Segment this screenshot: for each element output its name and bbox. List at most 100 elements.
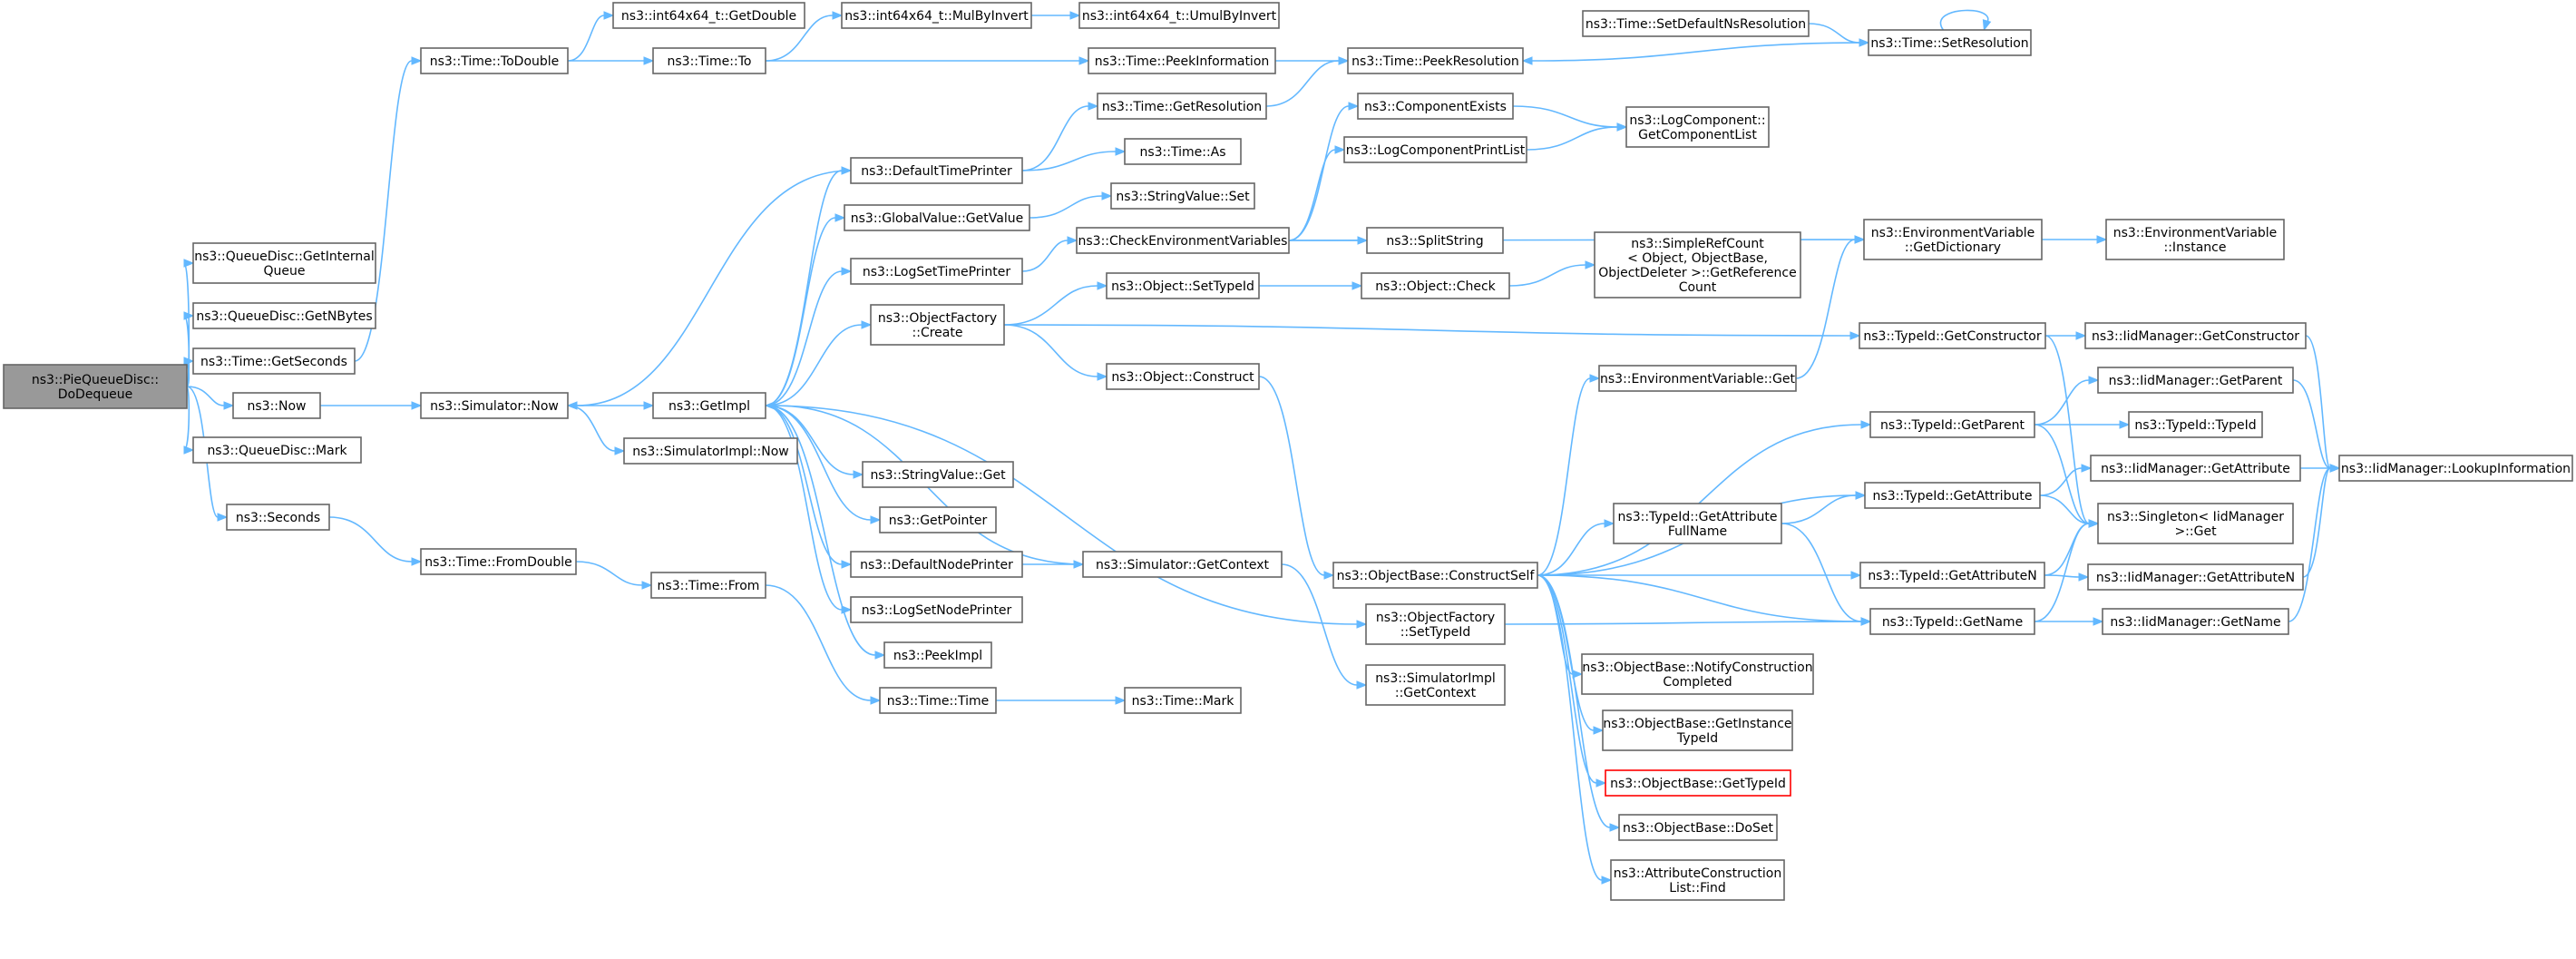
edge-line	[1288, 105, 1350, 241]
node-getimpl[interactable]: ns3::GetImpl	[652, 392, 766, 419]
node-getpointer[interactable]: ns3::GetPointer	[879, 506, 997, 533]
node-box	[870, 304, 1005, 346]
node-now[interactable]: ns3::Now	[232, 392, 321, 419]
node-logcomponentprintlist[interactable]: ns3::LogComponentPrintList	[1343, 136, 1527, 163]
node-object-settypeid[interactable]: ns3::Object::SetTypeId	[1106, 272, 1260, 299]
node-label: ns3::Time::From	[658, 579, 760, 593]
node-objbase-doset[interactable]: ns3::ObjectBase::DoSet	[1618, 814, 1778, 841]
node-qd-getnbytes[interactable]: ns3::QueueDisc::GetNBytes	[192, 302, 376, 329]
node-stringvalue-get[interactable]: ns3::StringValue::Get	[862, 461, 1014, 488]
node-iidm-getname[interactable]: ns3::IidManager::GetName	[2102, 608, 2289, 635]
node-typeid-getattributen[interactable]: ns3::TypeId::GetAttributeN	[1859, 562, 2045, 589]
node-objbase-gettypeid[interactable]: ns3::ObjectBase::GetTypeId	[1605, 769, 1791, 797]
node-box	[1097, 93, 1267, 120]
node-time-getresolution[interactable]: ns3::Time::GetResolution	[1097, 93, 1267, 120]
node-iidm-getconstructor[interactable]: ns3::IidManager::GetConstructor	[2084, 322, 2307, 349]
node-time-setresolution[interactable]: ns3::Time::SetResolution	[1868, 29, 2032, 56]
node-sim-getcontext[interactable]: ns3::Simulator::GetContext	[1082, 551, 1283, 578]
node-objfactory-settypeid[interactable]: ns3::ObjectFactory::SetTypeId	[1365, 603, 1506, 645]
node-box	[1863, 219, 2043, 260]
node-label: Count	[1679, 280, 1717, 295]
node-seconds[interactable]: ns3::Seconds	[226, 504, 330, 531]
node-simimpl-getcontext[interactable]: ns3::SimulatorImpl::GetContext	[1365, 664, 1506, 706]
node-label: ns3::Time::FromDouble	[424, 555, 572, 570]
node-envvar-getdictionary[interactable]: ns3::EnvironmentVariable::GetDictionary	[1863, 219, 2043, 260]
node-time-fromdouble[interactable]: ns3::Time::FromDouble	[420, 548, 577, 575]
node-typeid-getconstructor[interactable]: ns3::TypeId::GetConstructor	[1859, 322, 2046, 349]
node-objfactory-create[interactable]: ns3::ObjectFactory::Create	[870, 304, 1005, 346]
node-time-todouble[interactable]: ns3::Time::ToDouble	[420, 47, 569, 74]
node-componentexists[interactable]: ns3::ComponentExists	[1357, 93, 1514, 120]
node-typeid-getname[interactable]: ns3::TypeId::GetName	[1869, 608, 2035, 635]
node-i64-mulbyinvert[interactable]: ns3::int64x64_t::MulByInvert	[841, 2, 1032, 29]
edge-line	[1531, 42, 1869, 62]
node-i64-umulbyinvert[interactable]: ns3::int64x64_t::UmulByInvert	[1078, 2, 1280, 29]
node-envvar-instance[interactable]: ns3::EnvironmentVariable::Instance	[2105, 219, 2285, 260]
node-simplerefcount[interactable]: ns3::SimpleRefCount< Object, ObjectBase,…	[1594, 231, 1801, 298]
node-time-to[interactable]: ns3::Time::To	[652, 47, 766, 74]
node-time-from[interactable]: ns3::Time::From	[650, 572, 766, 599]
node-defaulttimeprinter[interactable]: ns3::DefaultTimePrinter	[850, 157, 1023, 184]
arrowhead	[1069, 11, 1081, 20]
node-logcomp-getcomplist[interactable]: ns3::LogComponent::GetComponentList	[1625, 106, 1770, 148]
node-box	[232, 392, 321, 419]
node-label: ns3::IidManager::LookupInformation	[2341, 462, 2571, 476]
node-time-mark[interactable]: ns3::Time::Mark	[1124, 687, 1242, 714]
node-iidm-lookupinformation[interactable]: ns3::IidManager::LookupInformation	[2338, 455, 2573, 482]
node-sim-now[interactable]: ns3::Simulator::Now	[420, 392, 569, 419]
node-time-time[interactable]: ns3::Time::Time	[879, 687, 997, 714]
node-i64-getdouble[interactable]: ns3::int64x64_t::GetDouble	[612, 2, 805, 29]
node-box	[1106, 272, 1260, 299]
node-iidm-getattributen[interactable]: ns3::IidManager::GetAttributeN	[2087, 563, 2304, 591]
node-singleton-get[interactable]: ns3::Singleton< IidManager>::Get	[2097, 503, 2294, 544]
edge-line	[1512, 105, 1618, 128]
node-logsettimeprinter[interactable]: ns3::LogSetTimePrinter	[850, 258, 1023, 285]
edge-checkenvvars-to-logcomponentprintlist	[1288, 145, 1346, 241]
node-simimpl-now[interactable]: ns3::SimulatorImpl::Now	[623, 437, 798, 465]
node-objbase-notify[interactable]: ns3::ObjectBase::NotifyConstructionCompl…	[1581, 653, 1814, 695]
node-box	[1618, 814, 1778, 841]
edge-line	[765, 405, 843, 611]
node-peekimpl[interactable]: ns3::PeekImpl	[883, 641, 992, 669]
node-typeid-getparent[interactable]: ns3::TypeId::GetParent	[1869, 411, 2035, 438]
node-time-getseconds[interactable]: ns3::Time::GetSeconds	[192, 347, 356, 375]
node-time-as[interactable]: ns3::Time::As	[1124, 138, 1242, 165]
node-box	[1859, 322, 2046, 349]
node-defaultnodeprinter[interactable]: ns3::DefaultNodePrinter	[850, 551, 1023, 578]
node-objbase-constructself[interactable]: ns3::ObjectBase::ConstructSelf	[1332, 562, 1538, 589]
node-label: ns3::EnvironmentVariable::Get	[1600, 372, 1795, 387]
arrowhead	[1572, 670, 1584, 679]
node-time-peekinformation[interactable]: ns3::Time::PeekInformation	[1088, 47, 1276, 74]
node-object-construct[interactable]: ns3::Object::Construct	[1106, 363, 1260, 390]
node-typeid-typeid[interactable]: ns3::TypeId::TypeId	[2128, 411, 2263, 438]
edge-line	[2034, 523, 2090, 622]
node-stringvalue-set[interactable]: ns3::StringValue::Set	[1110, 182, 1255, 210]
node-object-check[interactable]: ns3::Object::Check	[1361, 272, 1510, 299]
node-logsetnodeprinter[interactable]: ns3::LogSetNodePrinter	[850, 596, 1023, 623]
node-label: ns3::ObjectBase::DoSet	[1623, 821, 1773, 836]
edge-typeid_getattribute-to-iidm_getattribute	[2039, 464, 2093, 496]
node-typeid-getattribute[interactable]: ns3::TypeId::GetAttribute	[1864, 482, 2041, 509]
arrowhead	[1097, 372, 1108, 381]
node-time-setdefaultns[interactable]: ns3::Time::SetDefaultNsResolution	[1582, 10, 1810, 37]
node-checkenvvars[interactable]: ns3::CheckEnvironmentVariables	[1076, 227, 1290, 254]
node-globalvalue-getvalue[interactable]: ns3::GlobalValue::GetValue	[844, 204, 1030, 231]
node-qd-mark[interactable]: ns3::QueueDisc::Mark	[192, 436, 362, 464]
arrowhead	[834, 213, 846, 222]
node-label: ns3::StringValue::Get	[870, 468, 1006, 483]
node-envvar-get[interactable]: ns3::EnvironmentVariable::Get	[1598, 365, 1797, 392]
node-splitstring[interactable]: ns3::SplitString	[1366, 227, 1504, 254]
node-box	[612, 2, 805, 29]
arrowhead	[1078, 56, 1090, 65]
arrowhead	[1604, 519, 1615, 528]
node-root[interactable]: ns3::PieQueueDisc::DoDequeue	[3, 364, 188, 409]
node-iidm-getparent[interactable]: ns3::IidManager::GetParent	[2097, 367, 2294, 394]
node-label: ns3::GetImpl	[668, 399, 750, 414]
node-box	[2128, 411, 2263, 438]
node-iidm-getattribute[interactable]: ns3::IidManager::GetAttribute	[2090, 455, 2301, 482]
node-time-peekresolution[interactable]: ns3::Time::PeekResolution	[1347, 47, 1524, 74]
